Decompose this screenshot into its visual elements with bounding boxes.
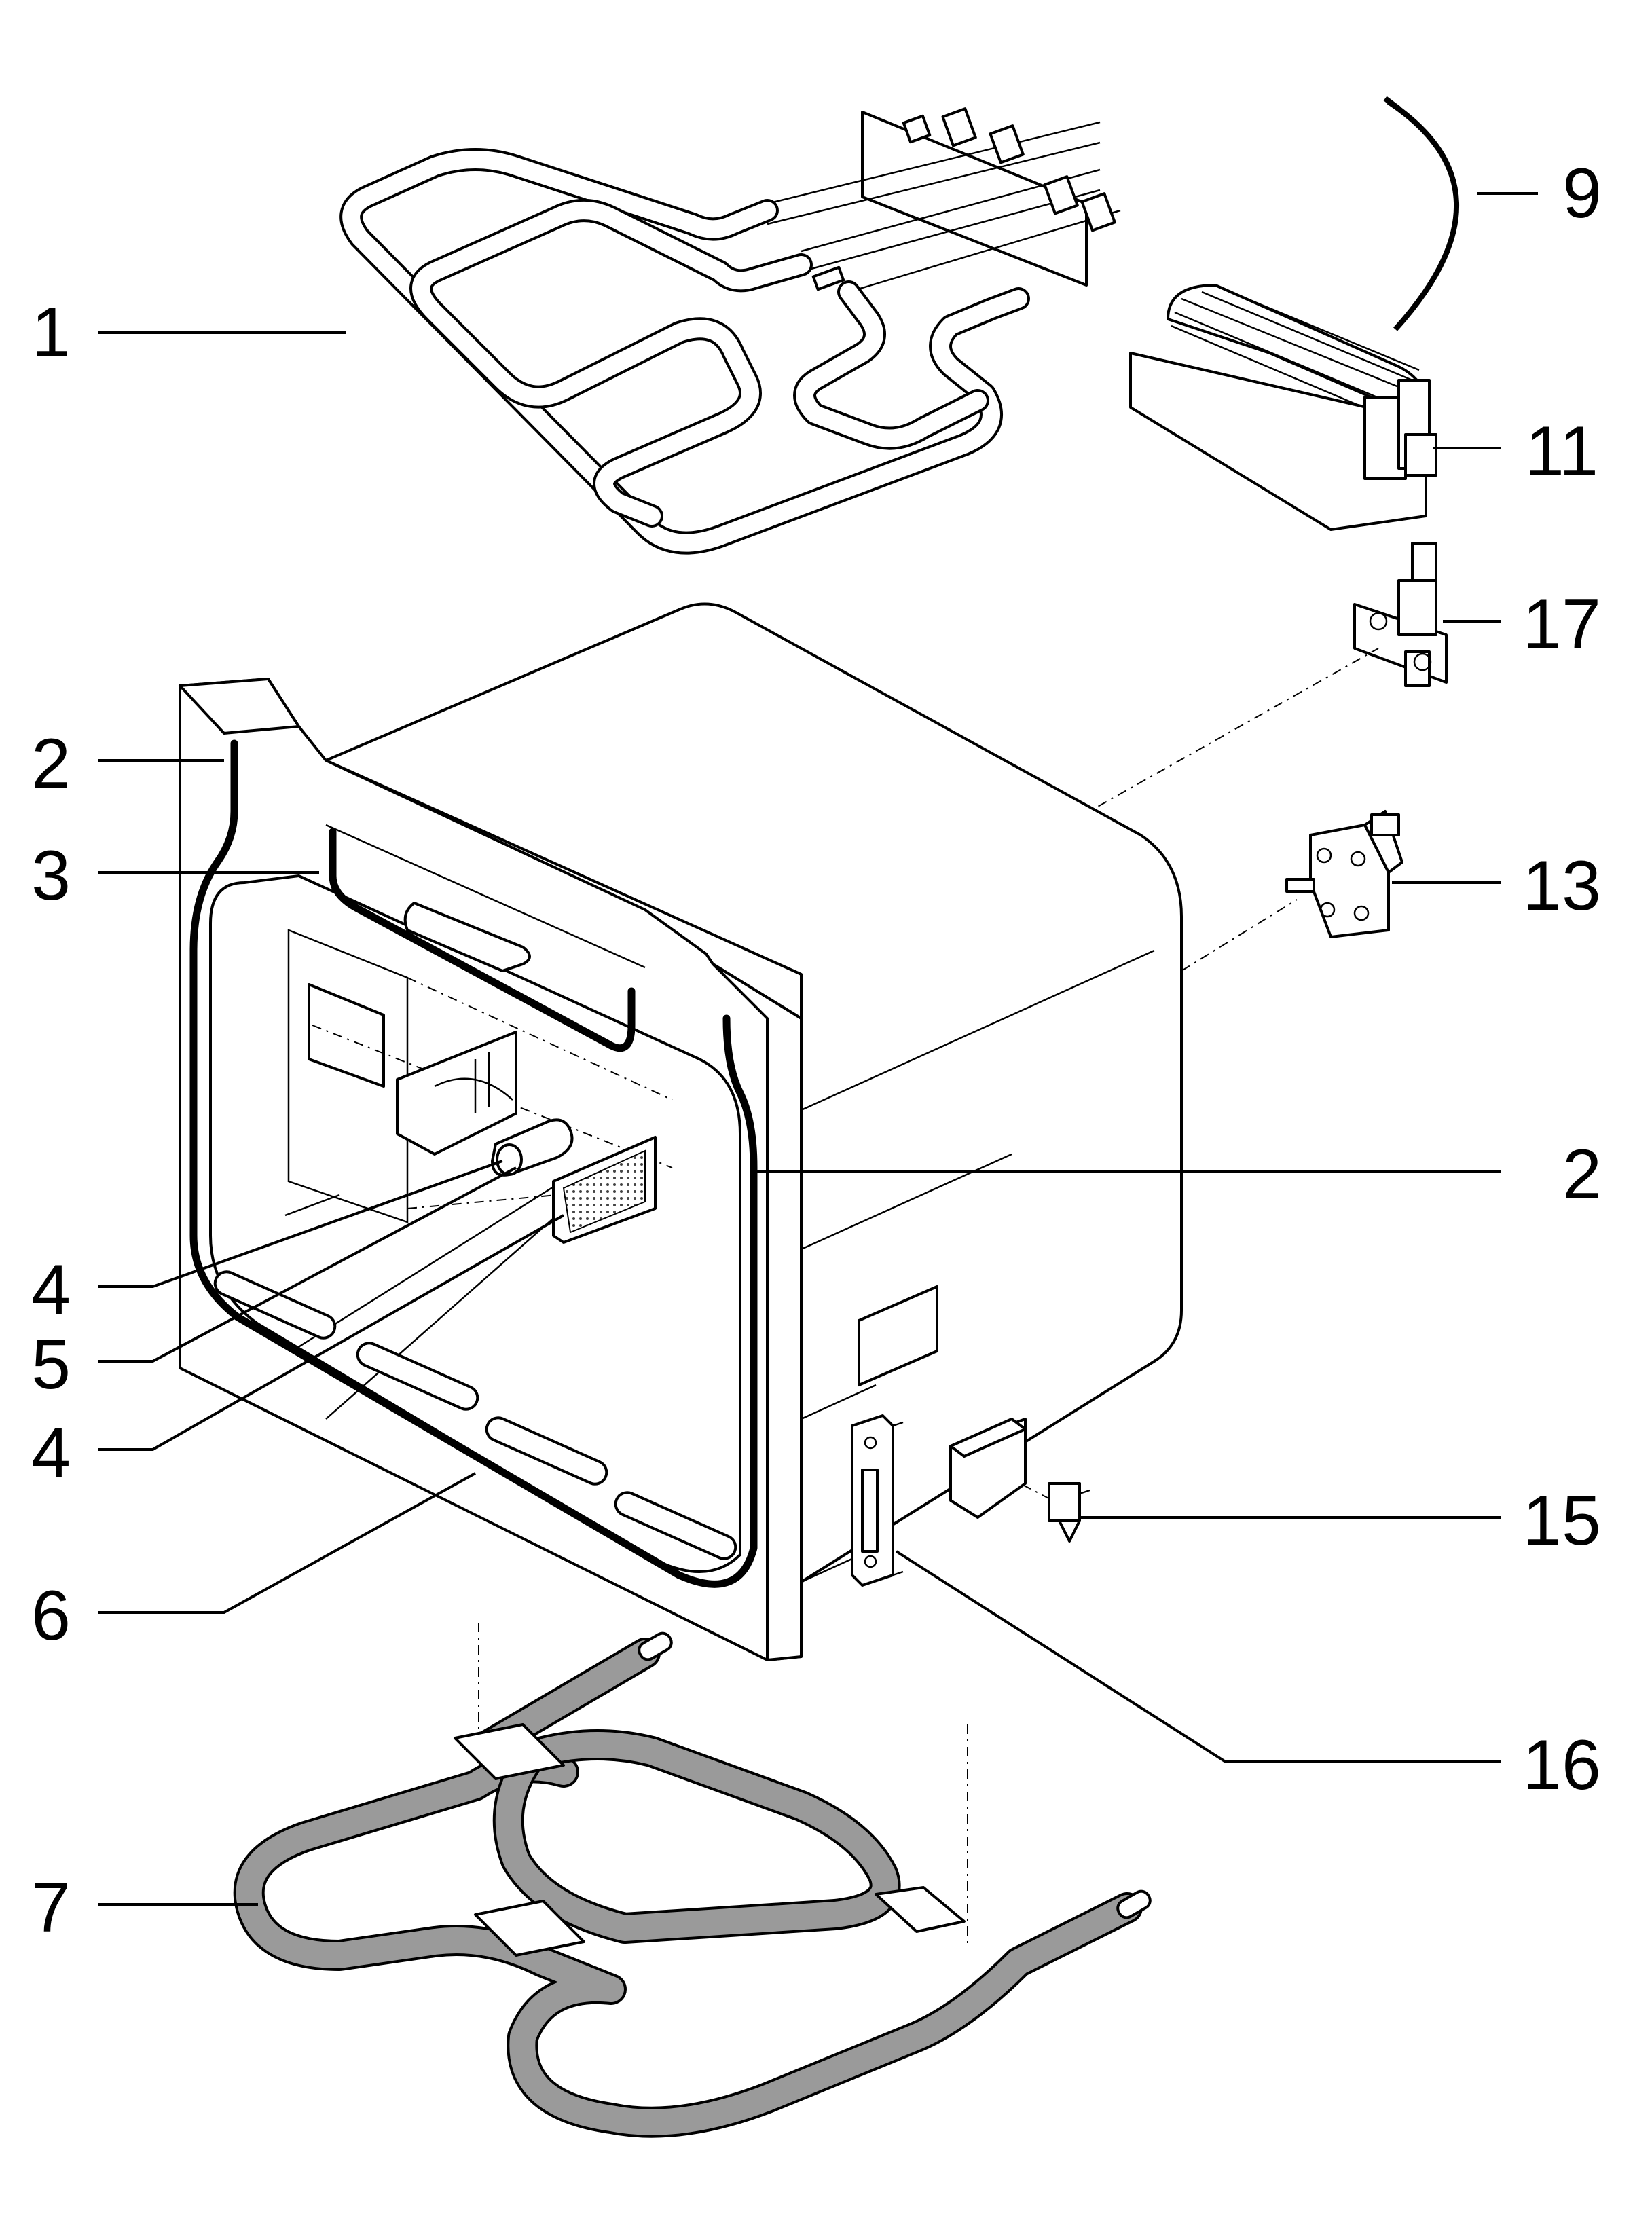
leader-4a	[98, 1160, 503, 1288]
callout-4-upper: 4	[31, 1251, 71, 1329]
leader-4b	[98, 1214, 564, 1451]
lamp-cover-back	[308, 983, 385, 1088]
callout-2-top: 2	[31, 724, 71, 803]
callout-17: 17	[1522, 585, 1601, 664]
callout-6: 6	[31, 1576, 71, 1655]
callout-1: 1	[31, 293, 71, 372]
safety-thermostat	[1353, 542, 1448, 687]
top-seal	[329, 828, 636, 1052]
callout-3: 3	[31, 836, 71, 915]
rating-label	[858, 1285, 938, 1386]
callout-16: 16	[1522, 1726, 1601, 1805]
leader-6	[98, 1472, 476, 1614]
callout-9: 9	[1562, 154, 1602, 233]
callout-15: 15	[1522, 1481, 1601, 1560]
callout-5: 5	[31, 1325, 71, 1404]
callout-7: 7	[31, 1868, 71, 1947]
leader-16	[895, 1550, 1501, 1763]
door-switch	[1048, 1482, 1090, 1543]
hinge-receiver	[851, 1414, 904, 1587]
grill-heating-element	[339, 107, 1121, 555]
lower-heating-element	[233, 1631, 1152, 2138]
thermostat	[1285, 810, 1403, 938]
leader-lines	[98, 192, 1538, 1906]
callout-13: 13	[1522, 847, 1601, 925]
fan-cable	[1383, 96, 1459, 331]
oven-cavity	[179, 602, 1183, 1661]
callout-numbers: 1 9 11 17 2 3 13 2 4 5 4 15 6 16 7	[31, 154, 1602, 1947]
door-switch-bracket	[949, 1418, 1027, 1519]
leader-5	[98, 1166, 517, 1363]
callout-4-lower: 4	[31, 1414, 71, 1492]
lamp-holder	[396, 1031, 517, 1156]
tangential-fan	[1129, 284, 1437, 531]
callout-11: 11	[1525, 412, 1598, 491]
terminal-tabs	[902, 107, 1116, 232]
callout-2-right: 2	[1562, 1135, 1602, 1214]
oven-lamp-assembly	[396, 1031, 657, 1244]
